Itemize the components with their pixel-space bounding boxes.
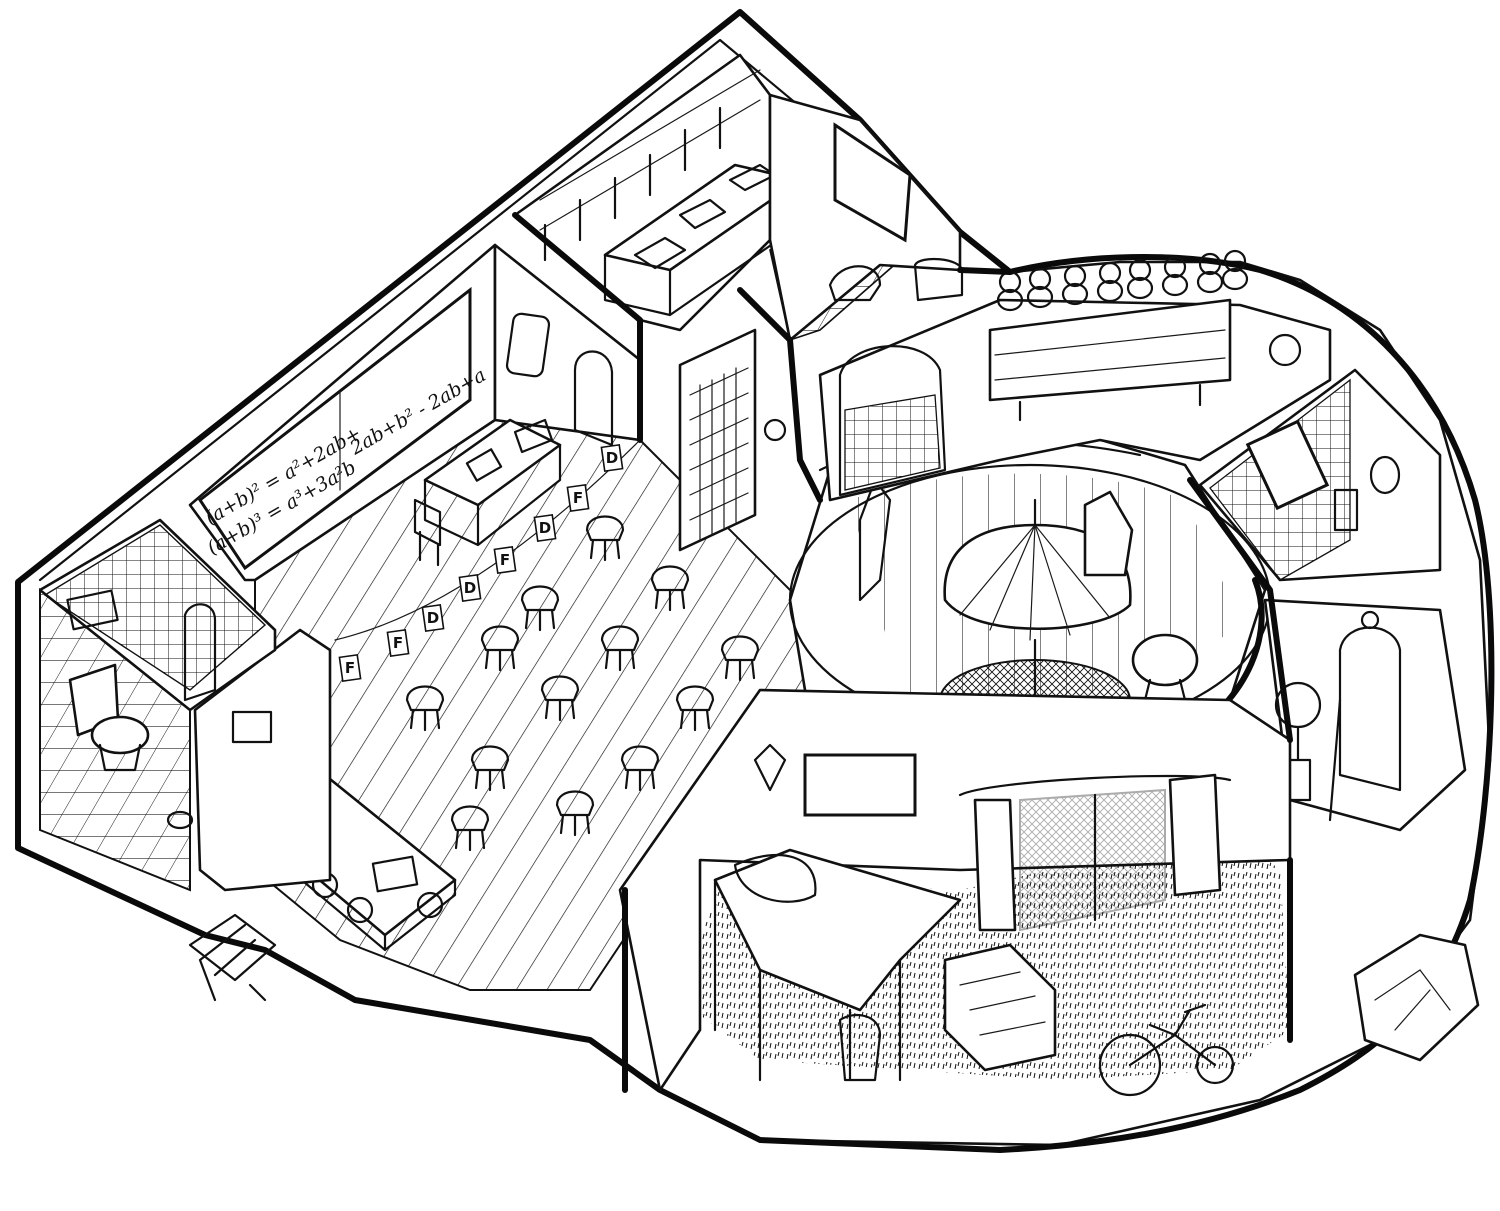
student-chair [520,585,560,632]
student-chair [555,790,595,837]
student-chair [585,515,625,562]
student-chair [480,625,520,672]
stuffed-toy-body [1196,270,1224,294]
stuffed-toy [1128,258,1152,282]
graded-paper: D [600,443,624,473]
student-chair [620,745,660,792]
bathroom-left [39,518,277,892]
chalkboard [197,286,472,571]
wall-sconce [753,743,787,792]
student-chair [650,565,690,612]
graded-papers: F F D D F D F D [338,443,624,683]
stuffed-toy-body [1221,267,1249,291]
stuffed-toy-body [1026,285,1054,309]
stuffed-toy [1028,267,1052,291]
student-chair [675,685,715,732]
graded-paper: D [533,513,557,543]
grade-letter: D [427,609,439,627]
student-chair [405,685,445,732]
curtained-window [958,773,1232,932]
teacher-desk [423,418,562,547]
arched-doorway [838,345,947,497]
bedroom [618,688,1292,1097]
graded-paper: D [458,573,482,603]
graded-paper: F [566,483,590,513]
grade-letter: D [464,579,476,597]
kitchen [513,53,964,342]
bathroom-door [183,603,217,702]
wall-clock [1268,333,1302,367]
stuffed-toy [1223,249,1247,273]
graded-paper: F [493,545,517,575]
graded-paper: F [338,653,362,683]
stuffed-toy [1198,252,1222,276]
student-chair [470,745,510,792]
walking-cane [1328,698,1342,822]
graded-paper: D [421,603,445,633]
grade-letter: F [345,659,355,677]
student-chair [600,625,640,672]
front-door [1338,626,1402,792]
graded-paper: F [386,628,410,658]
trash-bag [1353,933,1480,1062]
partition-walls [512,212,1293,1093]
bedroom-picture [803,753,917,817]
mirror [66,589,119,631]
stuffed-toys [996,249,1249,312]
bathroom-mirror [1245,419,1330,511]
porch-steps [188,913,277,1002]
stuffed-toy [1098,261,1122,285]
stuffed-toy-body [996,288,1024,312]
arched-door [573,350,614,447]
bread-basket [678,198,727,230]
framed-picture [833,122,912,243]
entry-hall [1263,598,1467,832]
soap-bottle [1333,488,1359,532]
grade-letter: F [500,551,510,569]
grade-letter: F [573,489,583,507]
toy-shelf [988,298,1232,422]
cutting-board [633,236,687,270]
stuffed-toy-body [1161,273,1189,297]
grade-letter: F [393,634,403,652]
stuffed-toy-body [1126,276,1154,300]
overalls-on-bed [838,1013,882,1082]
barbecue-grill [1131,633,1199,687]
stuffed-toy-body [1061,282,1089,306]
small-window [231,710,273,744]
student-chair [540,675,580,722]
student-chair [450,805,490,852]
stuffed-toy [1063,264,1087,288]
bedside-stairs [943,943,1057,1072]
stuffed-toy-body [1096,279,1124,303]
student-chairs [405,515,760,852]
wall-lamp [1369,455,1401,495]
bed [713,848,962,1082]
trash-can [1083,490,1134,577]
grade-letter: D [539,519,551,537]
patio-round-room [788,408,1272,782]
bathroom-right [1198,368,1442,582]
fridge [913,257,964,302]
living-room [818,249,1332,502]
toilet [68,663,150,772]
student-chair [720,635,760,682]
teacher-chair [413,498,442,567]
bookcase [678,328,757,552]
porthole-window [763,418,787,442]
stuffed-toy [1163,255,1187,279]
grade-letter: D [606,449,618,467]
tricycle [1098,1003,1235,1097]
bucket [166,810,194,830]
stove-pot [828,265,882,302]
